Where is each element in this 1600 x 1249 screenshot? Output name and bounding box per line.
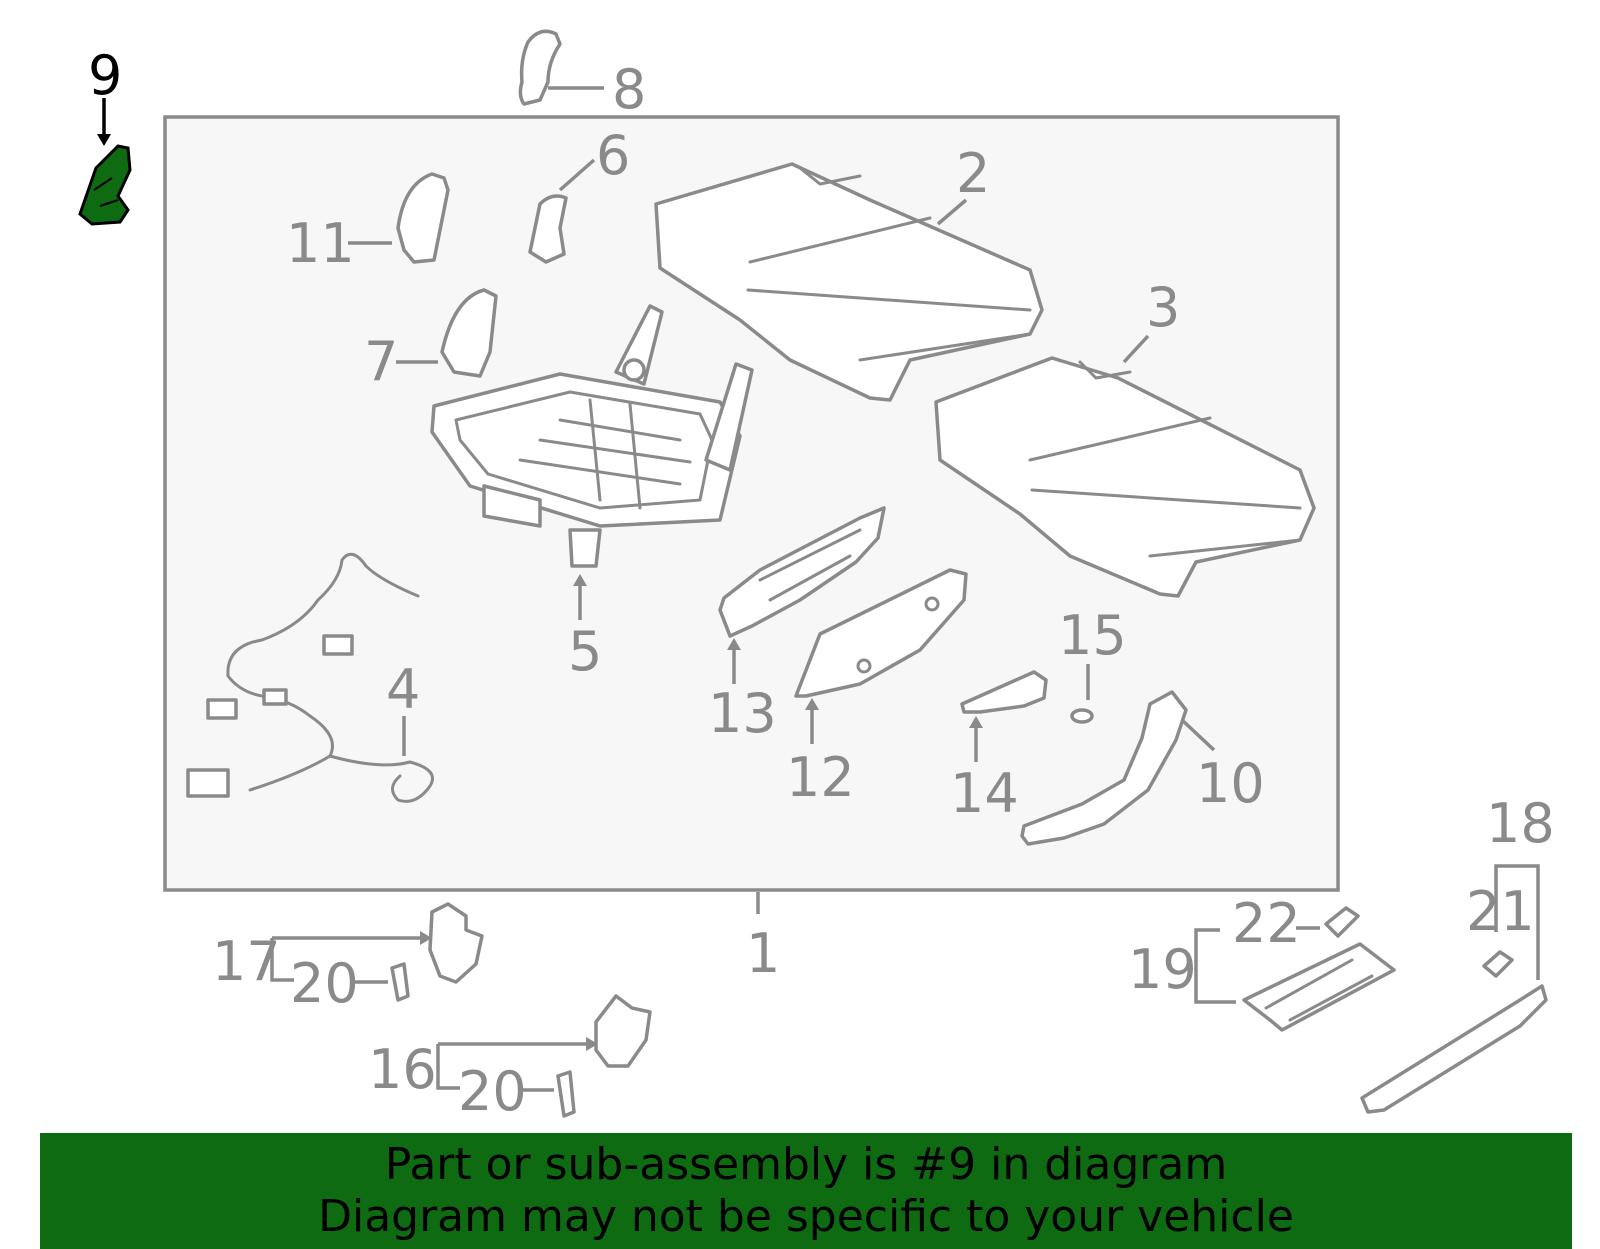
callout-10[interactable]: 10	[1196, 752, 1265, 815]
leader-6	[558, 158, 596, 192]
callout-9[interactable]: 9	[88, 44, 122, 107]
callout-16[interactable]: 16	[368, 1038, 437, 1101]
callout-7[interactable]: 7	[364, 330, 398, 393]
callout-14[interactable]: 14	[950, 762, 1019, 825]
leader-18	[1494, 864, 1540, 980]
callout-11[interactable]: 11	[286, 212, 355, 275]
callout-5[interactable]: 5	[568, 620, 602, 683]
part-20-a[interactable]	[390, 962, 410, 1002]
callout-18[interactable]: 18	[1486, 792, 1555, 855]
callout-21[interactable]: 21	[1466, 880, 1535, 943]
part-14-handle[interactable]	[960, 670, 1048, 714]
callout-2[interactable]: 2	[956, 142, 990, 205]
banner-line-2: Diagram may not be specific to your vehi…	[318, 1191, 1294, 1242]
callout-17[interactable]: 17	[212, 930, 281, 993]
part-19-track-inner	[1264, 958, 1374, 1022]
arrowhead-9	[97, 134, 111, 146]
part-8[interactable]	[518, 29, 562, 106]
callout-4[interactable]: 4	[386, 658, 420, 721]
part-11[interactable]	[396, 172, 450, 264]
part-22[interactable]	[1324, 906, 1360, 938]
callout-6[interactable]: 6	[596, 124, 630, 187]
arrowhead-12	[805, 698, 819, 710]
leader-16	[436, 1044, 460, 1090]
leader-3	[1122, 334, 1150, 364]
leader-10	[1180, 718, 1216, 752]
callout-20-a[interactable]: 20	[290, 952, 359, 1015]
part-15-clip[interactable]	[1070, 708, 1094, 724]
part-13-bracket[interactable]	[718, 506, 886, 638]
part-7[interactable]	[440, 288, 498, 378]
callout-3[interactable]: 3	[1146, 276, 1180, 339]
part-9-highlighted[interactable]	[78, 144, 132, 226]
part-6[interactable]	[528, 194, 568, 264]
callout-19[interactable]: 19	[1128, 938, 1197, 1001]
part-19-track[interactable]	[1242, 942, 1396, 1032]
leader-17	[270, 938, 294, 982]
arrowhead-14	[969, 716, 983, 728]
part-18-rail[interactable]	[1360, 984, 1548, 1114]
callout-13[interactable]: 13	[708, 682, 777, 745]
part-3-cushion[interactable]	[934, 356, 1316, 598]
part-10-side-panel[interactable]	[1020, 690, 1188, 846]
part-12-cover[interactable]	[794, 568, 968, 698]
arrowhead-16	[586, 1037, 598, 1051]
part-5-seat-frame[interactable]	[430, 304, 754, 568]
info-banner: Part or sub-assembly is #9 in diagram Di…	[40, 1133, 1572, 1249]
callout-15[interactable]: 15	[1058, 604, 1127, 667]
callout-1[interactable]: 1	[746, 922, 780, 985]
part-17[interactable]	[428, 902, 484, 984]
callout-8[interactable]: 8	[612, 58, 646, 121]
leader-19	[1194, 928, 1236, 1004]
callout-20-b[interactable]: 20	[458, 1060, 527, 1123]
part-2-cushion[interactable]	[654, 162, 1044, 402]
arrowhead-5	[573, 574, 587, 586]
leader-2	[936, 198, 968, 226]
banner-line-1: Part or sub-assembly is #9 in diagram	[384, 1139, 1228, 1190]
part-20-b[interactable]	[556, 1070, 576, 1118]
callout-12[interactable]: 12	[786, 746, 855, 809]
arrowhead-13	[727, 638, 741, 650]
arrowhead-17	[420, 931, 432, 945]
callout-22[interactable]: 22	[1232, 892, 1301, 955]
part-4-wire-harness[interactable]	[186, 552, 434, 803]
part-16[interactable]	[594, 994, 652, 1068]
part-21[interactable]	[1482, 950, 1514, 978]
